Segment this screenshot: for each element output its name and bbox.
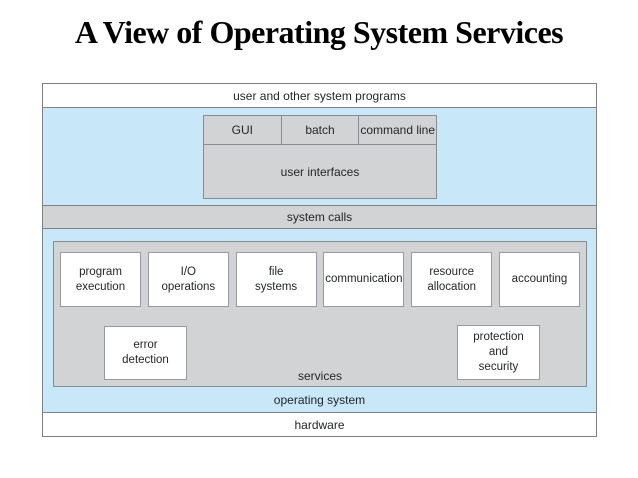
service-program-execution: program execution bbox=[60, 252, 141, 307]
system-calls-label: system calls bbox=[286, 210, 353, 224]
service-resource-allocation: resource allocation bbox=[411, 252, 493, 307]
service-file-systems: file systems bbox=[235, 252, 317, 307]
user-programs-label: user and other system programs bbox=[233, 88, 406, 103]
interface-types-row: GUI batch command line bbox=[204, 116, 436, 145]
service-error-detection: error detection bbox=[104, 326, 187, 380]
service-accounting: accounting bbox=[498, 252, 580, 307]
hardware-band: hardware bbox=[43, 413, 596, 436]
service-communication: communication bbox=[323, 252, 405, 307]
user-programs-band: user and other system programs bbox=[43, 84, 596, 108]
services-label: services bbox=[297, 369, 342, 383]
interface-cell-gui: GUI bbox=[204, 116, 282, 144]
services-row: program execution I/O operations file sy… bbox=[60, 252, 580, 307]
slide-title: A View of Operating System Services bbox=[74, 14, 564, 50]
hardware-label: hardware bbox=[294, 417, 345, 432]
interface-cell-batch: batch bbox=[282, 116, 360, 144]
interface-cell-command-line: command line bbox=[360, 123, 436, 137]
user-interfaces-box: GUI batch command line user interfaces bbox=[203, 115, 437, 199]
system-calls-band: system calls bbox=[43, 206, 596, 229]
services-box: program execution I/O operations file sy… bbox=[53, 241, 587, 387]
os-services-diagram: user and other system programs GUI batch… bbox=[42, 83, 597, 437]
operating-system-band: program execution I/O operations file sy… bbox=[43, 229, 596, 413]
service-protection-security: protection and security bbox=[457, 325, 540, 380]
operating-system-label: operating system bbox=[273, 392, 366, 407]
service-io-operations: I/O operations bbox=[147, 252, 229, 307]
user-interface-band: GUI batch command line user interfaces bbox=[43, 108, 596, 206]
user-interfaces-label: user interfaces bbox=[280, 164, 360, 179]
